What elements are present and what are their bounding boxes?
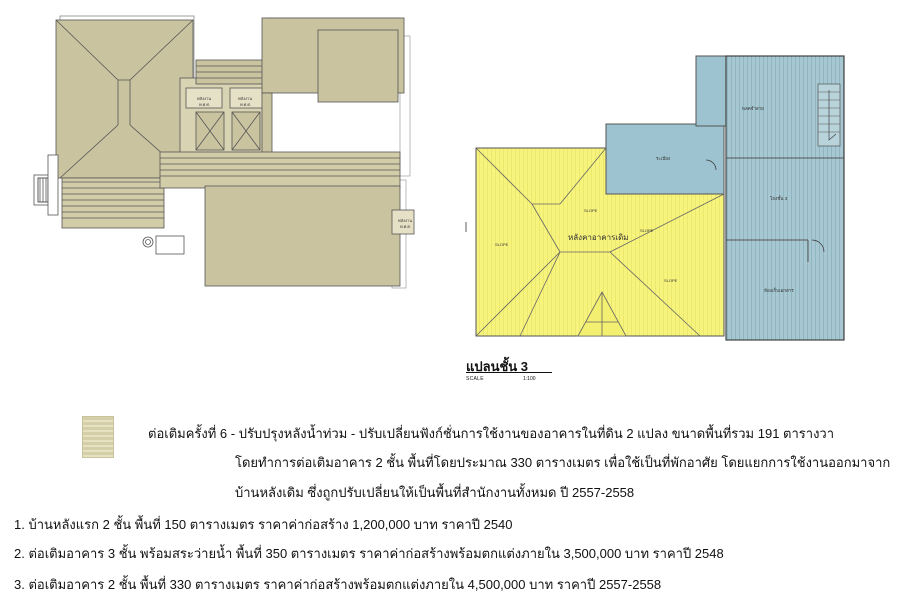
scale-value: 1:100 xyxy=(523,376,536,382)
list-item-1: 1. บ้านหลังแรก 2 ชั้น พื้นที่ 150 ตารางเ… xyxy=(14,517,513,532)
scale-label: SCALE xyxy=(466,376,484,382)
svg-text:SLOPE: SLOPE xyxy=(640,228,654,233)
room-3-label: โถงชั้น 3 xyxy=(770,195,788,201)
svg-text:พลังงาน: พลังงาน xyxy=(197,96,211,101)
svg-text:พลังงาน: พลังงาน xyxy=(238,96,252,101)
roof-plan-left xyxy=(33,15,415,289)
svg-text:พ.ศ.ศ.: พ.ศ.ศ. xyxy=(199,102,210,107)
list-item-3: 3. ต่อเติมอาคาร 2 ชั้น พื้นที่ 330 ตาราง… xyxy=(14,577,662,592)
existing-roof-label: หลังคาอาคารเดิม xyxy=(568,233,629,242)
legend-line-3: บ้านหลังเดิม ซึ่งถูกปรับเปลี่ยนให้เป็นพื… xyxy=(235,485,635,500)
room-1-label: พลคจำลาย xyxy=(742,105,764,111)
svg-text:SLOPE: SLOPE xyxy=(584,208,598,213)
plan-title: แปลนชั้น 3 xyxy=(466,359,529,374)
svg-text:พ.ศ.ศ.: พ.ศ.ศ. xyxy=(240,102,251,107)
floor-plan-labels: หลังคาอาคารเดิม SLOPE SLOPE SLOPE SLOPE … xyxy=(495,105,794,293)
svg-text:SLOPE: SLOPE xyxy=(495,242,509,247)
third-floor-plan xyxy=(465,55,845,341)
legend-line-1: ต่อเติมครั้งที่ 6 - ปรับปรุงหลังน้ำท่วม … xyxy=(148,426,835,441)
room-2-label: ระเบียง xyxy=(656,156,670,161)
legend-line-2: โดยทำการต่อเติมอาคาร 2 ชั้น พื้นที่โดยปร… xyxy=(235,455,891,470)
roof-plan-tags: พลังงาน พ.ศ.ศ. พลังงาน พ.ศ.ศ. พลังงาน พ.… xyxy=(197,96,412,229)
svg-text:พ.ศ.ศ.: พ.ศ.ศ. xyxy=(400,224,411,229)
svg-text:SLOPE: SLOPE xyxy=(664,278,678,283)
svg-text:พลังงาน: พลังงาน xyxy=(398,218,412,223)
list-item-2: 2. ต่อเติมอาคาร 3 ชั้น พร้อมสระว่ายน้ำ พ… xyxy=(14,546,724,561)
plan-title-underline xyxy=(466,372,552,373)
legend-swatch xyxy=(82,416,114,458)
room-4-label: ห้องเก็บเอกสาร xyxy=(764,286,794,293)
plans-drawing: พลังงาน พ.ศ.ศ. พลังงาน พ.ศ.ศ. พลังงาน พ.… xyxy=(33,15,845,341)
